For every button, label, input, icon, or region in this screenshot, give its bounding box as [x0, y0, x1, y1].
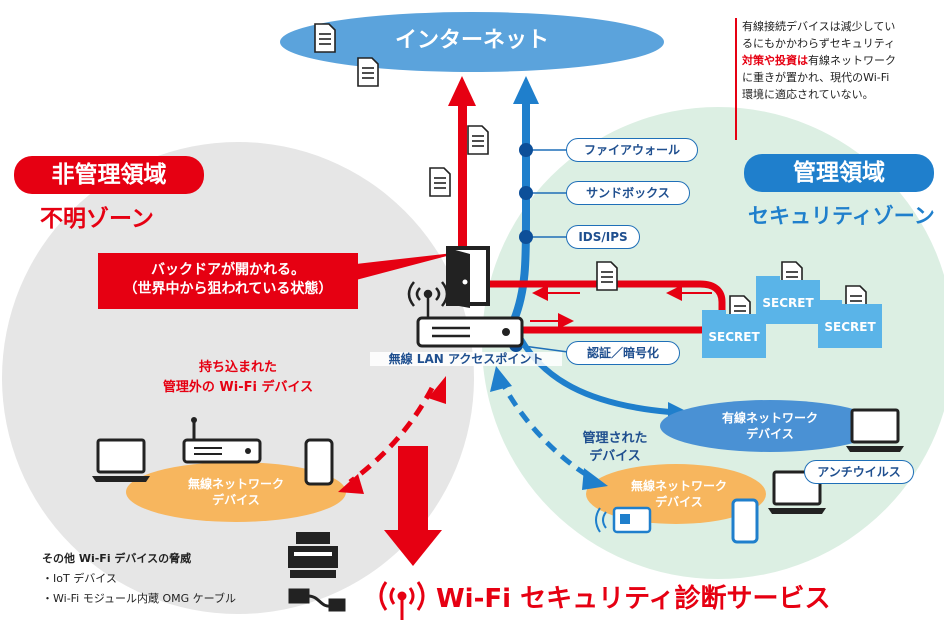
smartphone-icon-unmanaged	[304, 438, 334, 486]
red-dashed-link	[348, 386, 435, 485]
right-wireless-label: 無線ネットワーク デバイス	[604, 478, 754, 510]
access-point-icon	[416, 316, 524, 348]
router-icon-unmanaged	[182, 417, 262, 464]
wifi-service-icon	[379, 581, 425, 620]
wired-devices-ellipse	[660, 400, 880, 452]
unmanaged-devices-line-1: 持ち込まれた	[198, 360, 277, 375]
secret-label-1: SECRET	[708, 330, 760, 344]
red-uplink-arrowhead	[448, 76, 476, 106]
left-wireless-line-1: 無線ネットワーク	[187, 477, 284, 491]
wired-devices-label: 有線ネットワーク デバイス	[690, 410, 850, 442]
document-icon-1	[314, 23, 336, 53]
internet-label: インターネット	[394, 28, 549, 53]
callout-pointer	[356, 252, 462, 280]
checkpoint-firewall	[519, 143, 568, 157]
other-threats-title: その他 Wi-Fi デバイスの脅威	[42, 552, 192, 565]
internet-cloud	[280, 12, 664, 72]
red-uplink-shaft	[458, 104, 467, 266]
blue-wired-path	[513, 328, 671, 415]
tag-auth-encryption: 認証／暗号化	[566, 341, 680, 365]
blue-dashed-head-bottom	[582, 468, 608, 490]
unmanaged-devices-line-2: 管理外の Wi-Fi デバイス	[162, 380, 314, 395]
document-icon-5	[596, 261, 618, 291]
unmanaged-zone-subtitle: 不明ゾーン	[40, 206, 154, 232]
blue-uplink-arrowhead	[513, 76, 539, 104]
wifi-signal-icon	[407, 281, 449, 318]
backdoor-callout-line-1: バックドアが開かれる。	[151, 262, 305, 278]
secret-folder-2	[756, 261, 820, 324]
blue-uplink-line	[510, 100, 530, 322]
left-wireless-label: 無線ネットワーク デバイス	[156, 476, 316, 508]
right-wireless-line-1: 無線ネットワーク	[630, 479, 727, 493]
managed-zone-badge: 管理領域	[744, 154, 934, 192]
managed-devices-caption: 管理された デバイス	[560, 430, 670, 466]
tag-ids-ips: IDS/IPS	[566, 225, 640, 249]
note-line-5: 環境に適応されていない。	[742, 88, 874, 101]
wired-devices-line-1: 有線ネットワーク	[721, 411, 818, 425]
other-threats-item-omg: ・Wi-Fi モジュール内蔵 OMG ケーブル	[42, 592, 236, 605]
wired-devices-line-2: デバイス	[746, 427, 794, 441]
blue-dashed-head-top	[490, 366, 512, 392]
red-down-shaft	[398, 446, 428, 534]
managed-zone-subtitle: セキュリティゾーン	[748, 204, 935, 228]
other-threats-item-iot: ・IoT デバイス	[42, 572, 117, 585]
unmanaged-zone-badge: 非管理領域	[14, 156, 204, 194]
left-wireless-ellipse	[126, 462, 346, 522]
managed-devices-line-1: 管理された	[582, 431, 648, 446]
tag-sandbox: サンドボックス	[566, 181, 690, 205]
note-line-1: 有線接続デバイスは減少してい	[742, 20, 896, 33]
tag-firewall: ファイアウォール	[566, 138, 698, 162]
checkpoint-sandbox	[519, 186, 568, 200]
left-wireless-line-2: デバイス	[212, 493, 260, 507]
document-icon-2	[357, 57, 379, 87]
managed-devices-line-2: デバイス	[589, 449, 641, 464]
document-icon-3	[467, 125, 489, 155]
red-down-arrowhead	[384, 530, 442, 566]
unmanaged-devices-caption: 持ち込まれた 管理外の Wi-Fi デバイス	[138, 358, 338, 398]
wired-bias-note: 有線接続デバイスは減少してい るにもかかわらずセキュリティ 対策や投資は有線ネッ…	[742, 18, 938, 103]
secret-folder-3	[818, 285, 882, 348]
backdoor-icon	[446, 246, 490, 308]
note-line-4: に重きが置かれ、現代のWi-Fi	[742, 71, 890, 84]
tag-antivirus: アンチウイルス	[804, 460, 914, 484]
secret-label-2: SECRET	[762, 296, 814, 310]
note-line-2: るにもかかわらずセキュリティ	[742, 37, 896, 50]
red-dashed-head-top	[428, 376, 446, 404]
secret-label-3: SECRET	[824, 320, 876, 334]
note-line-3: 対策や投資は有線ネットワーク	[742, 52, 938, 69]
service-title: Wi-Fi セキュリティ診断サービス	[436, 584, 831, 614]
checkpoint-ids	[519, 230, 568, 244]
backdoor-callout: バックドアが開かれる。 （世界中から狙われている状態）	[98, 253, 358, 309]
contactless-icon	[595, 507, 607, 533]
note-line-3-rest: 有線ネットワーク	[808, 54, 896, 67]
printer-icon	[288, 532, 338, 578]
secret-folder-1	[702, 295, 766, 358]
blue-dashed-link	[497, 376, 594, 481]
access-point-label: 無線 LAN アクセスポイント	[370, 352, 562, 367]
right-wireless-line-2: デバイス	[655, 495, 703, 509]
document-icon-4	[429, 167, 451, 197]
id-card-icon	[612, 506, 652, 534]
note-highlight: 対策や投資は	[742, 54, 808, 67]
cable-icon	[288, 588, 346, 612]
red-dashed-head-bottom	[338, 474, 364, 494]
backdoor-callout-line-2: （世界中から狙われている状態）	[123, 281, 333, 297]
smartphone-icon-managed	[731, 498, 759, 544]
